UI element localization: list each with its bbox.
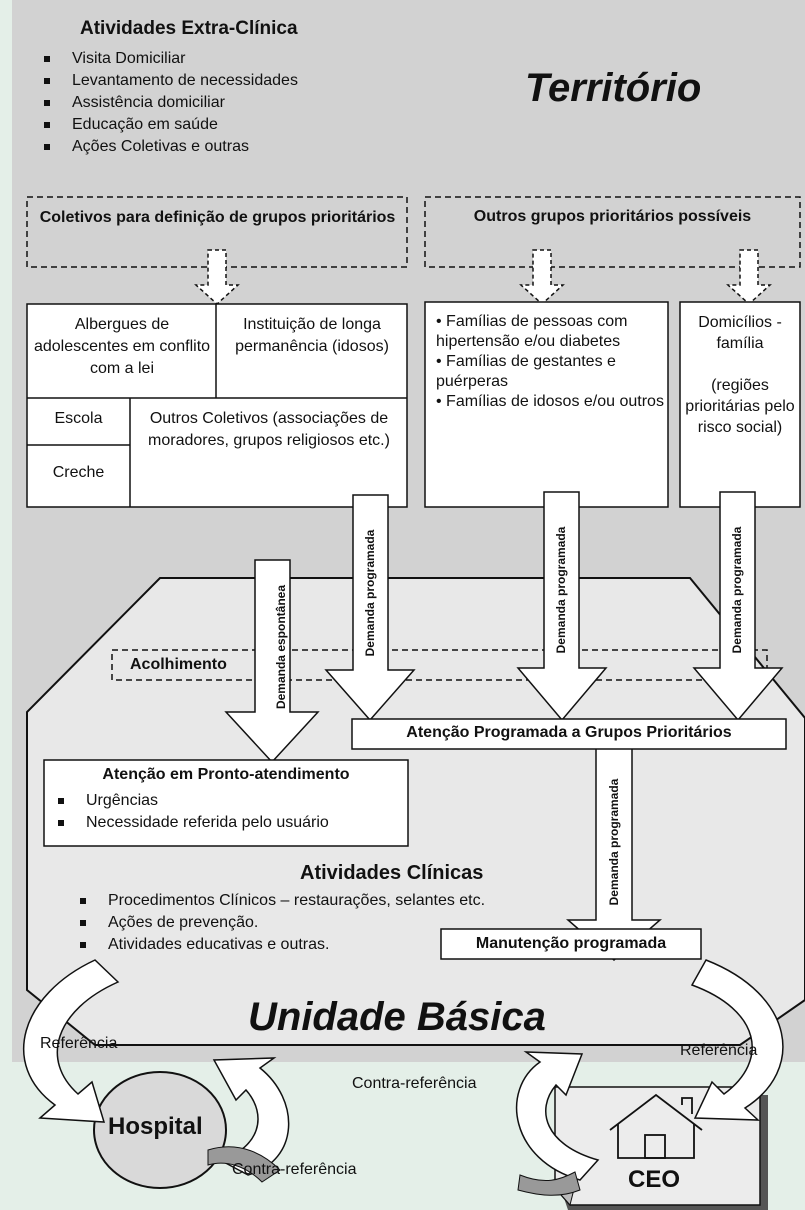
familias-item: • Famílias de idosos e/ou outros <box>436 393 664 410</box>
familias-list: • Famílias de pessoas com hipertensão e/… <box>436 312 668 412</box>
domicilios-title: Domicílios -família <box>698 314 782 352</box>
demanda-programada-label-4: Demanda programada <box>607 778 621 906</box>
extra-clinica-title: Atividades Extra-Clínica <box>80 18 298 39</box>
domicilios-box <box>679 301 801 508</box>
coletivos-box <box>26 303 408 508</box>
atencao-programada-label: Atenção Programada a Grupos Prioritários <box>406 724 732 741</box>
extra-clinica-item: Assistência domiciliar <box>38 92 298 114</box>
referencia-right-label: Referência <box>680 1042 758 1059</box>
demanda-programada-label-2: Demanda programada <box>554 526 568 654</box>
referencia-arrow-right <box>690 959 784 1121</box>
contra-referencia-arrow-left <box>212 1057 290 1176</box>
dashed-arrow-coletivos <box>194 249 240 306</box>
demanda-espontanea-label: Demanda espontânea <box>274 584 288 710</box>
outros-grupos-header: Outros grupos prioritários possíveis <box>473 208 752 225</box>
unidade-basica-title: Unidade Básica <box>248 995 546 1039</box>
referencia-left-label: Referência <box>40 1035 118 1052</box>
ceo-label: CEO <box>628 1166 681 1193</box>
contra-referencia-arrow-right <box>515 1051 600 1181</box>
pronto-atendimento-item: Urgências <box>52 790 329 812</box>
demanda-programada-label-1: Demanda programada <box>363 529 377 657</box>
arrow-demanda-programada-1 <box>324 494 416 722</box>
arrow-demanda-programada-2 <box>516 491 608 722</box>
coletivos-header: Coletivos para definição de grupos prior… <box>39 209 396 226</box>
hospital-label: Hospital <box>108 1113 203 1140</box>
dashed-arrow-outros-1 <box>519 249 565 306</box>
familias-item: • Famílias de pessoas com hipertensão e/… <box>436 313 628 350</box>
extra-clinica-item: Levantamento de necessidades <box>38 70 298 92</box>
pronto-atendimento-item: Necessidade referida pelo usuário <box>52 812 329 834</box>
atividades-clinicas-item: Atividades educativas e outras. <box>74 934 485 956</box>
extra-clinica-item: Visita Domiciliar <box>38 48 298 70</box>
outros-grupos-header-box <box>424 196 801 268</box>
atividades-clinicas-item: Ações de prevenção. <box>74 912 485 934</box>
familias-box <box>424 301 669 508</box>
atividades-clinicas-list: Procedimentos Clínicos – restaurações, s… <box>74 890 485 956</box>
manutencao-box <box>440 928 702 960</box>
arrow-demanda-espontanea <box>224 559 320 764</box>
referencia-arrow-left <box>22 959 120 1123</box>
territorio-title: Território <box>525 66 702 110</box>
atividades-clinicas-item: Procedimentos Clínicos – restaurações, s… <box>74 890 485 912</box>
familias-item: • Famílias de gestantes e puérperas <box>436 353 616 390</box>
instituicao-cell: Instituição de longa permanência (idosos… <box>235 316 389 355</box>
outros-coletivos-cell: Outros Coletivos (associações de morador… <box>148 410 390 449</box>
acolhimento-band <box>111 649 768 681</box>
contra-referencia-right-label: Contra-referência <box>352 1075 477 1092</box>
extra-clinica-item: Educação em saúde <box>38 114 298 136</box>
domicilios-text: Domicílios -família (regiões prioritária… <box>682 312 798 438</box>
albergues-cell: Albergues de adolescentes em conflito co… <box>33 316 211 377</box>
house-icon <box>609 1093 703 1159</box>
acolhimento-label: Acolhimento <box>128 656 229 674</box>
domicilios-note: (regiões prioritárias pelo risco social) <box>685 377 795 436</box>
contra-referencia-left-label: Contra-referência <box>232 1161 357 1178</box>
ceo-swoosh <box>517 1171 581 1196</box>
escola-cell: Escola <box>54 410 103 427</box>
atencao-programada-box <box>351 718 787 750</box>
hospital-swoosh <box>207 1146 281 1183</box>
manutencao-label: Manutenção programada <box>475 935 667 952</box>
pronto-atendimento-title: Atenção em Pronto-atendimento <box>102 766 350 783</box>
dashed-arrow-outros-2 <box>726 249 772 306</box>
atividades-clinicas-title: Atividades Clínicas <box>300 862 484 884</box>
demanda-programada-label-3: Demanda programada <box>730 526 744 654</box>
extra-clinica-item: Ações Coletivas e outras <box>38 136 298 158</box>
pronto-atendimento-box <box>43 759 409 847</box>
hospital-node <box>93 1071 227 1189</box>
arrow-demanda-programada-3 <box>692 491 784 722</box>
creche-cell: Creche <box>52 464 105 481</box>
